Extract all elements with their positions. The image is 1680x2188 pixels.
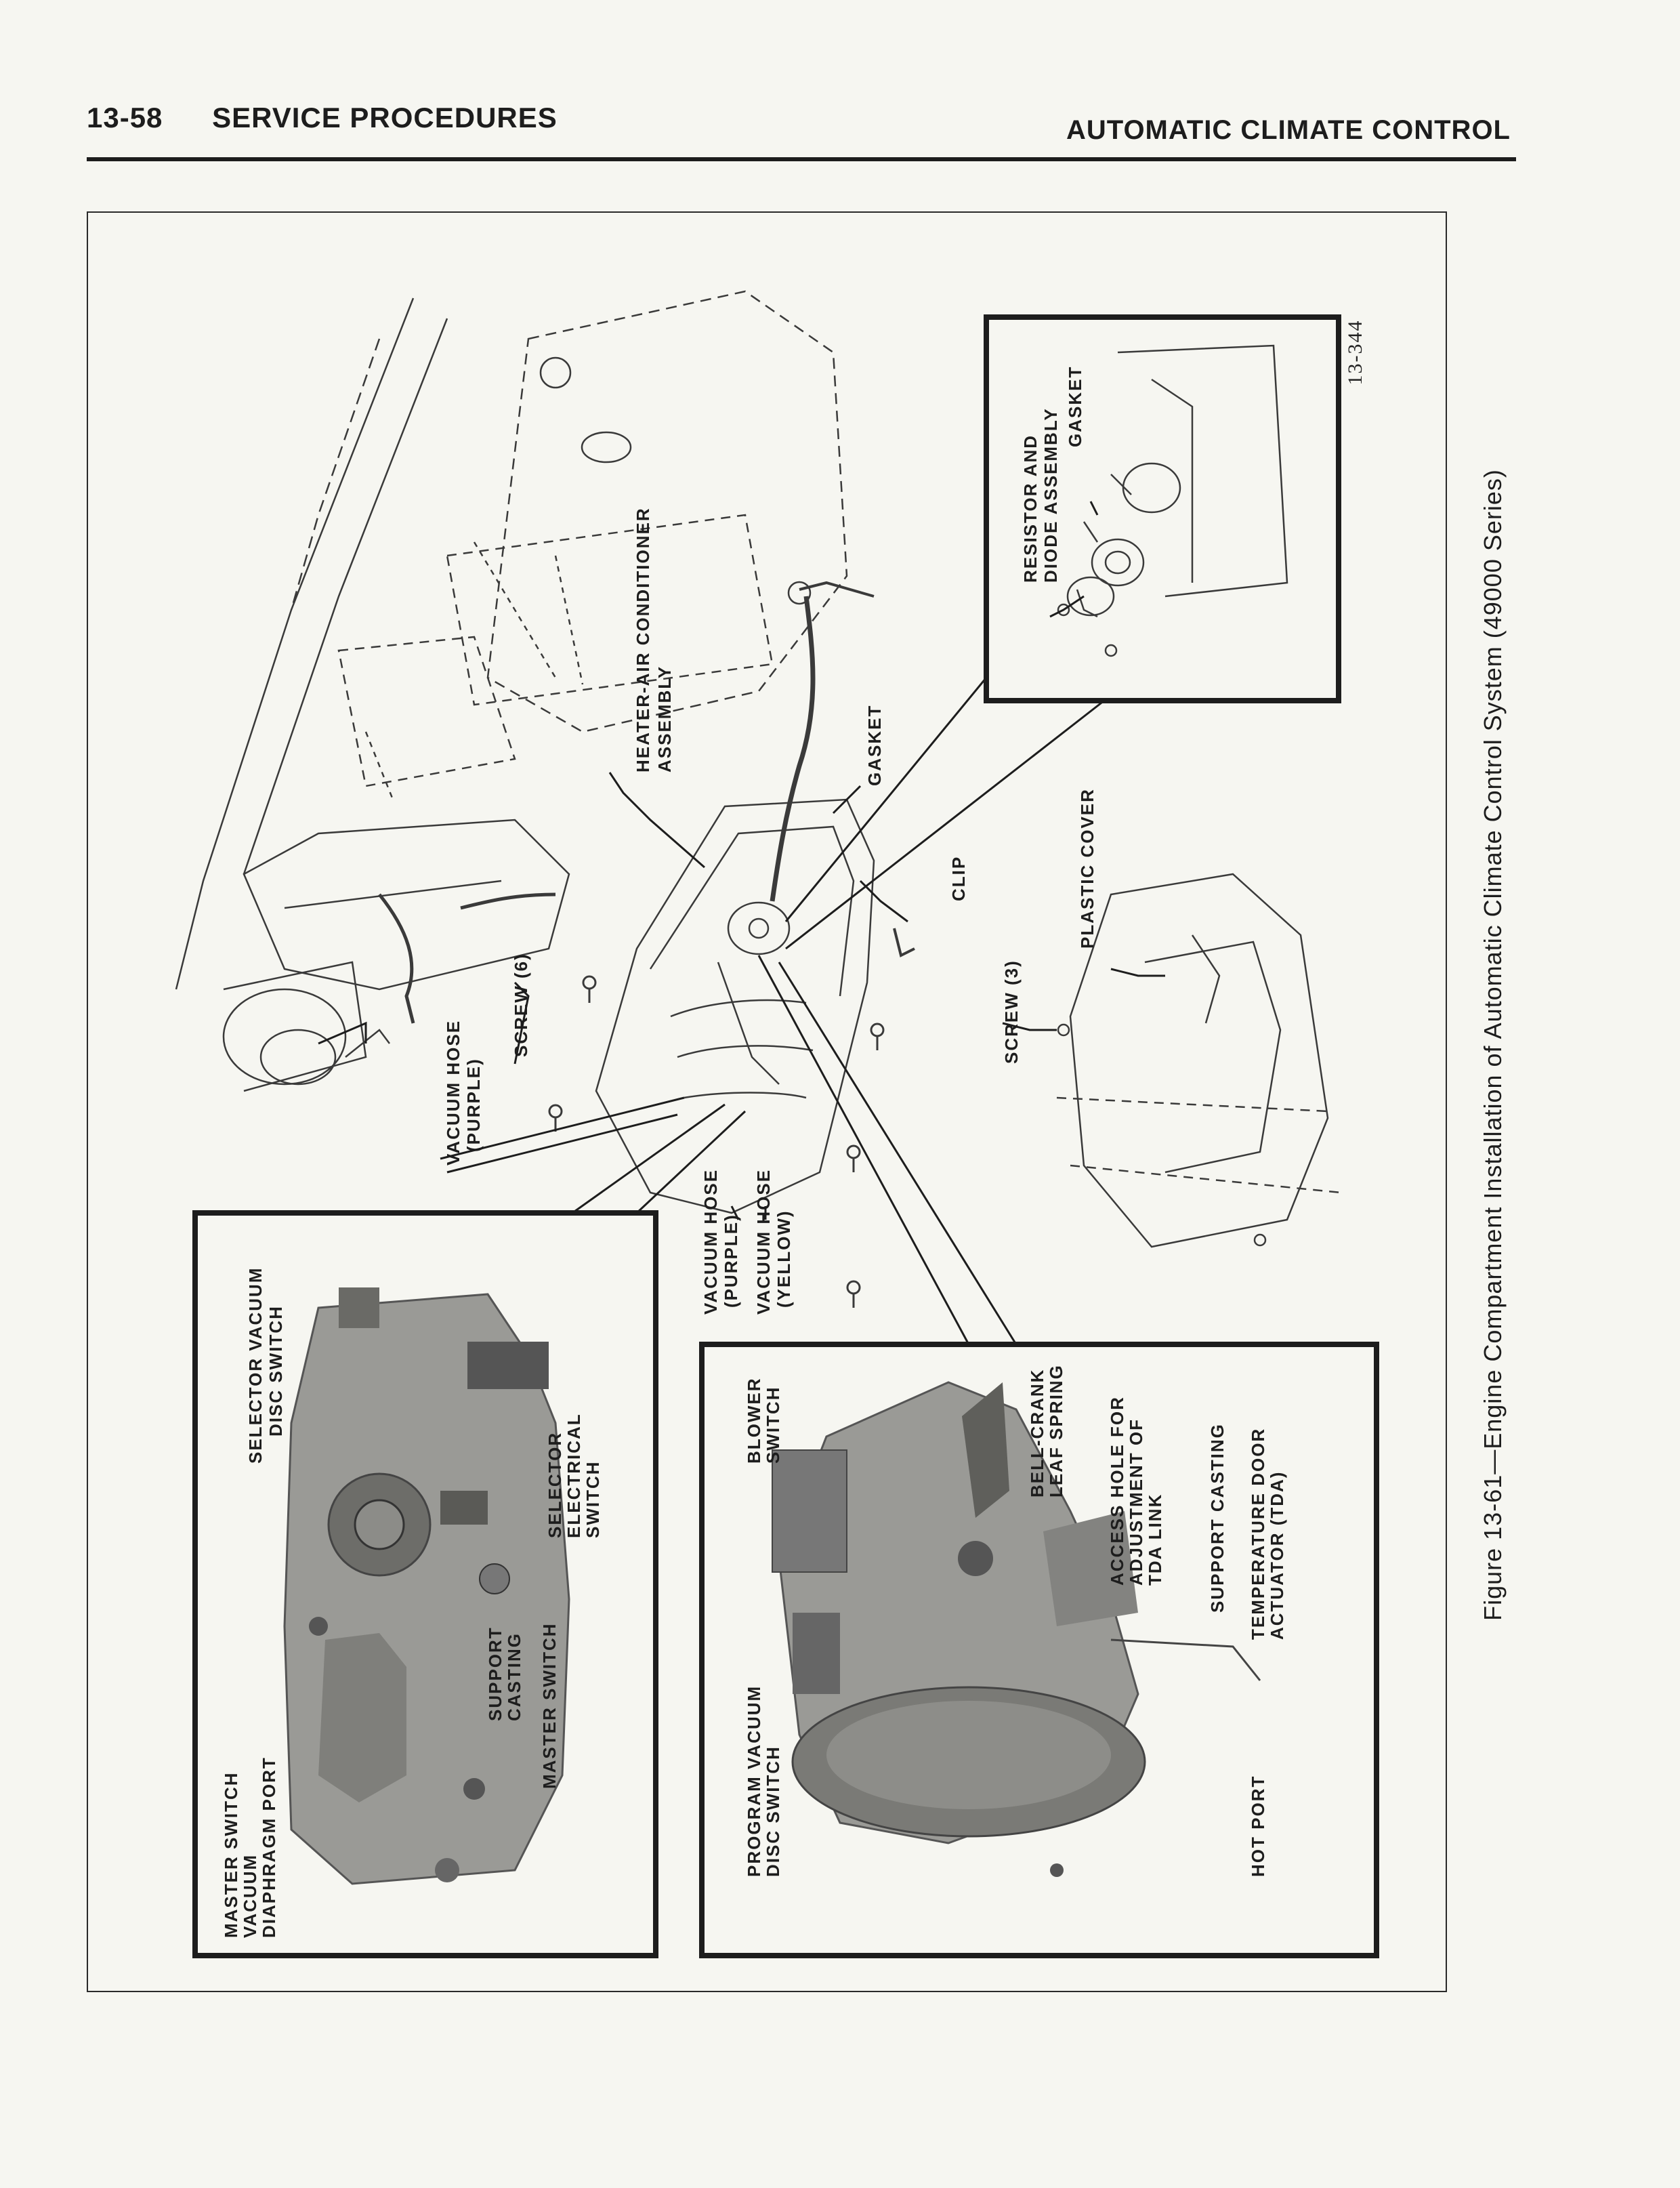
label-selector-electrical-1: SELECTOR <box>545 1432 565 1538</box>
label-master-port-1: MASTER SWITCH <box>221 1771 241 1938</box>
header-rule <box>87 157 1516 161</box>
label-access-hole-3: TDA LINK <box>1145 1493 1165 1586</box>
section-title: SERVICE PROCEDURES <box>212 102 558 133</box>
inset-resistor-diode <box>984 314 1341 703</box>
label-master-switch: MASTER SWITCH <box>539 1622 560 1789</box>
label-master-port-3: DIAPHRAGM PORT <box>259 1756 279 1938</box>
engine-compartment-drawing <box>175 290 1342 1308</box>
label-support-casting-right: SUPPORT CASTING <box>1207 1423 1227 1613</box>
selector-switch-photo <box>283 1287 570 1885</box>
page-header-left: 13-58 SERVICE PROCEDURES <box>87 102 558 134</box>
label-bell-crank-1: BELL-CRANK <box>1027 1369 1047 1498</box>
label-selector-electrical-3: SWITCH <box>583 1460 603 1538</box>
label-screw-3: SCREW (3) <box>1001 959 1022 1064</box>
label-hot-port: HOT PORT <box>1248 1775 1268 1877</box>
label-resistor-diode-2: DIODE ASSEMBLY <box>1041 407 1061 583</box>
label-screw-6: SCREW (6) <box>511 953 531 1057</box>
label-program-vacuum-1: PROGRAM VACUUM <box>744 1685 764 1877</box>
label-access-hole-2: ADJUSTMENT OF <box>1126 1418 1146 1586</box>
inset-selector-switch <box>192 1210 658 1958</box>
label-blower-switch-1: BLOWER <box>744 1377 764 1464</box>
label-clip: CLIP <box>948 856 969 901</box>
label-program-vacuum-2: DISC SWITCH <box>763 1746 783 1877</box>
label-plastic-cover: PLASTIC COVER <box>1077 788 1097 949</box>
program-vacuum-photo <box>772 1381 1261 1877</box>
label-selector-vacuum-1: SELECTOR VACUUM <box>245 1267 266 1464</box>
label-selector-vacuum-2: DISC SWITCH <box>266 1305 286 1437</box>
page-number: 13-58 <box>87 102 163 133</box>
label-gasket-main: GASKET <box>864 705 885 786</box>
chapter-title: AUTOMATIC CLIMATE CONTROL <box>1066 115 1511 145</box>
label-vacuum-hose-purple-center-2: (PURPLE) <box>721 1214 741 1308</box>
figure-code: 13-344 <box>1344 320 1366 386</box>
label-vacuum-hose-purple-left-1: VACUUM HOSE <box>443 1020 463 1165</box>
label-support-casting-left-1: SUPPORT <box>485 1626 505 1721</box>
label-vacuum-hose-purple-center-1: VACUUM HOSE <box>700 1169 721 1315</box>
label-temperature-door-2: ACTUATOR (TDA) <box>1267 1471 1287 1640</box>
label-access-hole-1: ACCESS HOLE FOR <box>1107 1396 1127 1586</box>
label-gasket-inset: GASKET <box>1065 366 1085 447</box>
label-bell-crank-2: LEAF SPRING <box>1046 1364 1066 1498</box>
label-support-casting-left-2: CASTING <box>504 1632 524 1721</box>
figure-caption: Figure 13-61—Engine Compartment Installa… <box>1479 469 1507 1621</box>
label-heater-ac-2: ASSEMBLY <box>654 665 675 772</box>
label-vacuum-hose-yellow-2: (YELLOW) <box>774 1210 794 1308</box>
label-heater-ac-1: HEATER-AIR CONDITIONER <box>633 507 653 772</box>
inset-program-vacuum <box>699 1342 1379 1958</box>
figure-frame <box>87 211 1447 1992</box>
label-blower-switch-2: SWITCH <box>763 1386 783 1464</box>
svg-text:13-344: 13-344 <box>1344 320 1366 386</box>
label-master-port-2: VACUUM <box>240 1854 260 1938</box>
label-temperature-door-1: TEMPERATURE DOOR <box>1248 1428 1268 1640</box>
label-vacuum-hose-yellow-1: VACUUM HOSE <box>753 1169 774 1315</box>
callout-labels: HEATER-AIR CONDITIONER ASSEMBLY GASKET C… <box>221 366 1287 1938</box>
leader-lines <box>318 501 1165 1345</box>
label-resistor-diode-1: RESISTOR AND <box>1020 434 1041 583</box>
label-selector-electrical-2: ELECTRICAL <box>564 1413 584 1538</box>
label-vacuum-hose-purple-left-2: (PURPLE) <box>463 1058 484 1152</box>
